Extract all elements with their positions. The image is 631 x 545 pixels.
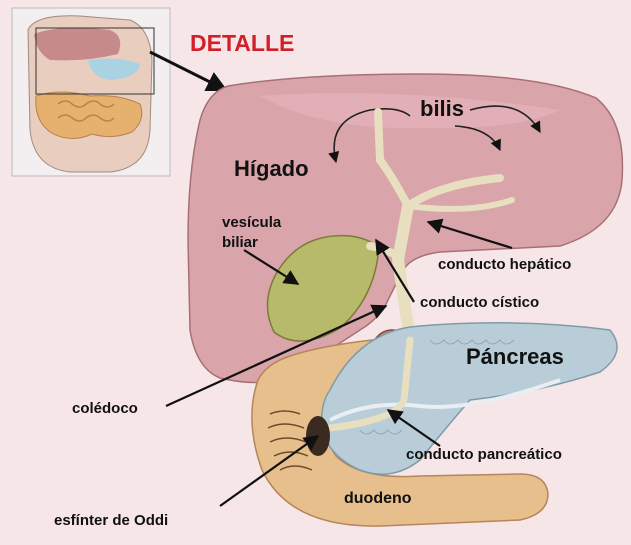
label-esfinter: esfínter de Oddi (54, 512, 168, 529)
label-higado: Hígado (234, 156, 309, 182)
label-vesicula-2: biliar (222, 234, 258, 251)
label-vesicula-1: vesícula (222, 214, 281, 231)
label-bilis: bilis (420, 96, 464, 122)
label-conducto-pancreatico: conducto pancreático (406, 446, 562, 463)
label-conducto-hepatico: conducto hepático (438, 256, 571, 273)
overview-thumbnail (12, 8, 170, 176)
label-coledoco: colédoco (72, 400, 138, 417)
label-conducto-cistico: conducto cístico (420, 294, 539, 311)
label-duodeno: duodeno (344, 490, 412, 508)
label-pancreas: Páncreas (466, 344, 564, 370)
diagram-title: DETALLE (190, 30, 294, 57)
